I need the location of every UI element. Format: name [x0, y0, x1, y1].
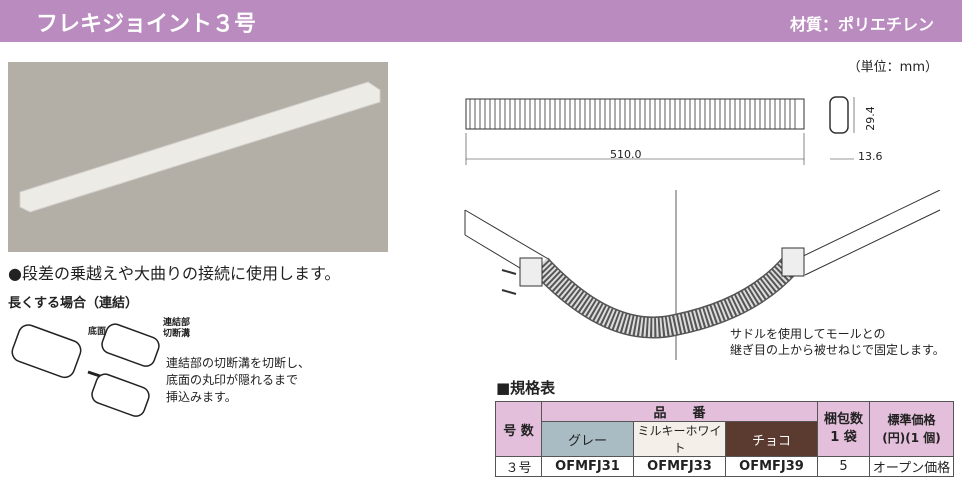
spec-table: 号 数 品 番 梱包数 1 袋 標準価格 (円)(1 個) グレー ミルキーホワ… — [495, 401, 954, 477]
color-milky-white: ミルキーホワイト — [633, 421, 726, 457]
instr-line: 底面の丸印が隠れるまで — [166, 373, 299, 387]
code-choco: OFMFJ39 — [725, 456, 818, 477]
spec-title: ■規格表 — [496, 379, 556, 397]
note-line: サドルを使用してモールとの — [730, 327, 886, 341]
description: ●段差の乗越えや大曲りの接続に使用します。 — [8, 264, 341, 283]
code-gray: OFMFJ31 — [541, 456, 634, 477]
hdr-pack: 梱包数 1 袋 — [817, 401, 870, 457]
dimension-drawing — [465, 96, 855, 165]
flex-joint-image: /* ribs drawn below */ — [19, 81, 381, 213]
unit-label: （単位：mm） — [847, 60, 938, 75]
length-dim: 510.0 — [610, 148, 642, 161]
hdr-part: 品 番 — [541, 401, 818, 422]
row-number: ３号 — [495, 456, 542, 477]
install-note: サドルを使用してモールとの 継ぎ目の上から被せねじで固定します。 — [730, 326, 945, 358]
color-choco: チョコ — [725, 421, 818, 457]
connect-instructions: 連結部の切断溝を切断し、 底面の丸印が隠れるまで 挿込みます。 — [166, 355, 310, 406]
connect-title: 長くする場合（連結） — [8, 296, 139, 311]
color-gray: グレー — [541, 421, 634, 457]
product-photo: /* ribs drawn below */ — [8, 62, 388, 252]
material-label: 材質：ポリエチレン — [789, 15, 934, 34]
note-line: 継ぎ目の上から被せねじで固定します。 — [730, 343, 945, 357]
height-dim: 29.4 — [863, 106, 877, 131]
joint-label: 連結部 切断溝 — [163, 318, 191, 339]
installation-drawing — [464, 190, 941, 360]
page-title: フレキジョイント３号 — [36, 12, 257, 37]
row-pack: 5 — [817, 456, 870, 477]
bottom-label: 底面 — [88, 327, 107, 337]
row-price: オープン価格 — [869, 456, 954, 477]
hdr-number: 号 数 — [495, 401, 542, 457]
hdr-price: 標準価格 (円)(1 個) — [869, 401, 954, 457]
width-dim: 13.6 — [858, 150, 883, 163]
header-bar: フレキジョイント３号 材質：ポリエチレン — [0, 0, 962, 42]
code-milky-white: OFMFJ33 — [633, 456, 726, 477]
instr-line: 挿込みます。 — [166, 390, 237, 404]
connection-illustration — [11, 323, 160, 417]
instr-line: 連結部の切断溝を切断し、 — [166, 356, 311, 370]
